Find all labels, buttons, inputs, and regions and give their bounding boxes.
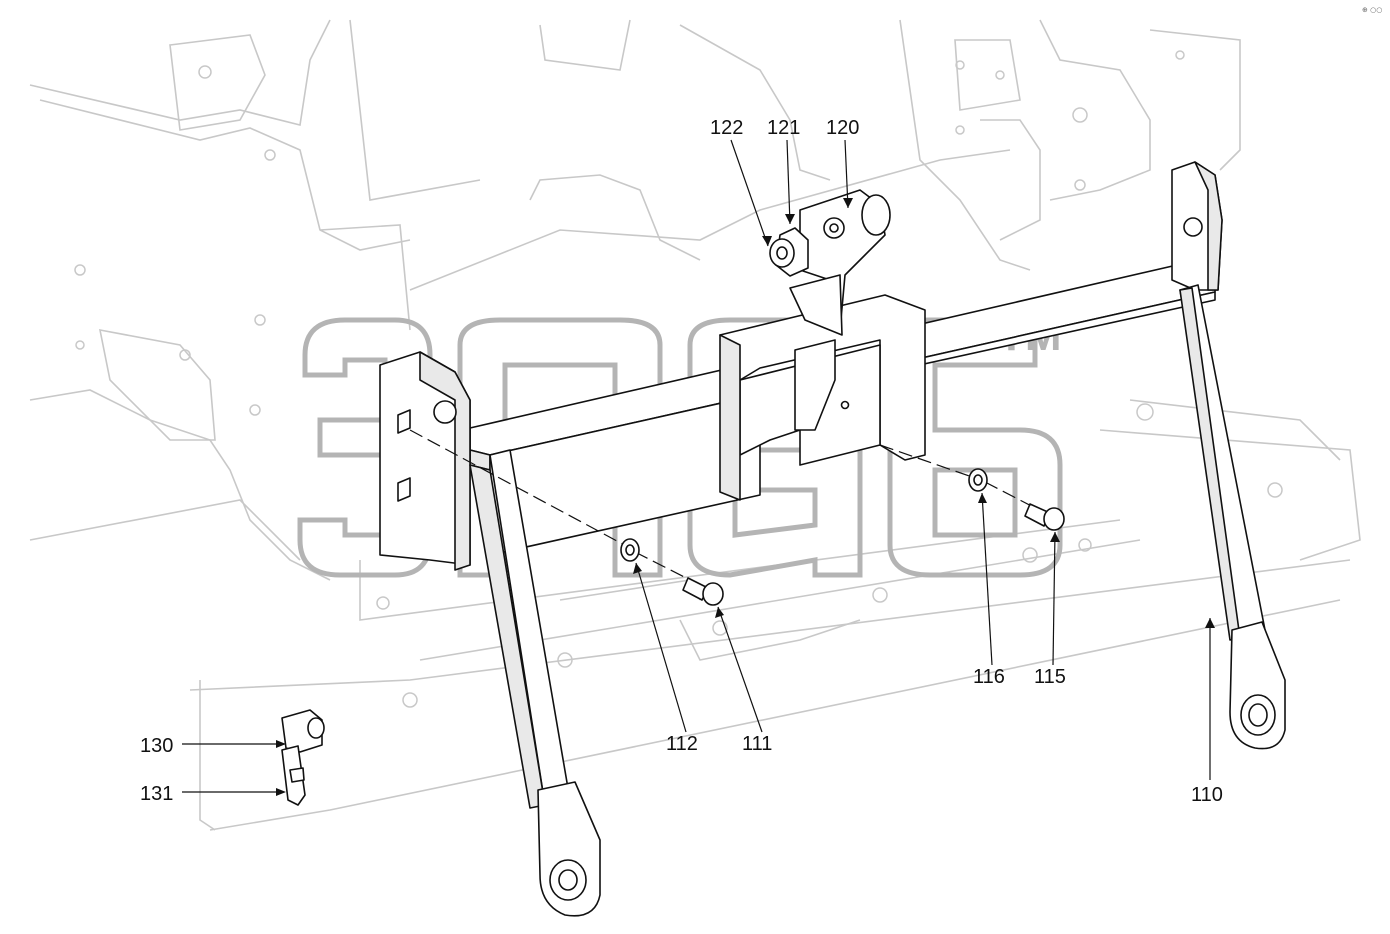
left-lift-link [469,449,601,917]
callout-115: 115 [1034,666,1066,688]
callout-121: 121 [767,117,800,139]
callout-131: 131 [140,783,173,805]
callout-130: 130 [140,735,173,757]
background-holes [74,50,1283,708]
lock-pin [281,709,325,806]
leader-lines [182,139,1215,796]
callout-112: 112 [666,733,698,755]
left-bracket [379,351,471,571]
latch-assembly [769,189,891,431]
callout-labels: 122 121 120 116 115 112 111 130 131 110 [140,117,1223,806]
callout-116: 116 [973,666,1005,688]
callout-110: 110 [1191,784,1223,806]
right-bracket [1171,161,1223,291]
callout-120: 120 [826,117,859,139]
fasteners [409,429,1065,606]
corner-mark: ⊕ ○○ [1362,6,1382,14]
callout-111: 111 [742,733,772,755]
right-lift-link [1179,284,1286,750]
callout-122: 122 [710,117,743,139]
